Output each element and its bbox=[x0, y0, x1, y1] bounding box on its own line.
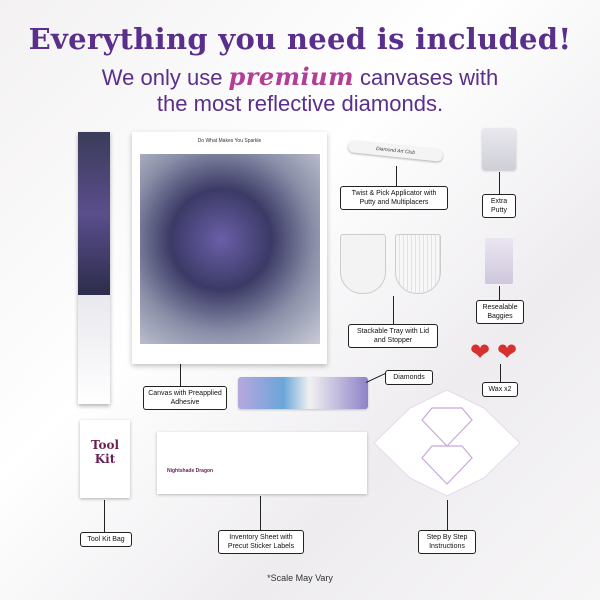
canvas-image: Do What Makes You Sparkle bbox=[132, 132, 327, 364]
diamond-bags-image bbox=[238, 377, 368, 409]
connector-line bbox=[499, 172, 500, 194]
subline-2: the most reflective diamonds. bbox=[156, 91, 444, 116]
tray-lid-image bbox=[395, 234, 441, 294]
kit-box-image bbox=[78, 132, 110, 404]
connector-line bbox=[180, 364, 181, 386]
connector-line bbox=[447, 500, 448, 530]
footnote: *Scale May Vary bbox=[267, 573, 333, 583]
label-extra-putty: Extra Putty bbox=[482, 194, 516, 218]
toolkit-title: Tool Kit bbox=[90, 438, 120, 466]
label-wax: Wax x2 bbox=[482, 382, 518, 397]
canvas-title: Do What Makes You Sparkle bbox=[197, 138, 262, 144]
connector-line bbox=[365, 372, 387, 383]
label-twist-pick: Twist & Pick Applicator with Putty and M… bbox=[340, 186, 448, 210]
premium-word: premium bbox=[228, 62, 355, 91]
inventory-sheet-image: Nightshade Dragon bbox=[157, 432, 367, 494]
connector-line bbox=[104, 500, 105, 532]
label-step: Step By Step Instructions bbox=[418, 530, 476, 554]
tray-image bbox=[340, 234, 386, 294]
connector-line bbox=[499, 286, 500, 300]
instructions-image bbox=[373, 389, 521, 497]
subline-after: canvases with bbox=[360, 65, 499, 90]
label-toolkit-bag: Tool Kit Bag bbox=[80, 532, 132, 547]
connector-line bbox=[393, 296, 394, 324]
baggies-image bbox=[485, 238, 513, 284]
label-diamonds: Diamonds bbox=[385, 370, 433, 385]
inventory-title: Nightshade Dragon bbox=[167, 468, 214, 474]
label-stackable: Stackable Tray with Lid and Stopper bbox=[348, 324, 438, 348]
applicator-pen-image: Diamond Art Club bbox=[347, 140, 444, 162]
label-resealable: Resealable Baggies bbox=[476, 300, 524, 324]
extra-putty-image bbox=[482, 128, 516, 170]
connector-line bbox=[500, 364, 501, 382]
connector-line bbox=[260, 496, 261, 530]
wax-heart-icon: ❤ bbox=[470, 339, 491, 366]
headline: Everything you need is included! bbox=[28, 22, 572, 56]
label-inventory: Inventory Sheet with Precut Sticker Labe… bbox=[218, 530, 304, 554]
wax-heart-icon: ❤ bbox=[497, 339, 518, 366]
label-canvas: Canvas with Preapplied Adhesive bbox=[143, 386, 227, 410]
toolkit-bag-image: Tool Kit bbox=[80, 420, 130, 498]
subline-before: We only use bbox=[101, 65, 223, 90]
dragon-artwork bbox=[140, 154, 320, 344]
connector-line bbox=[396, 166, 397, 186]
